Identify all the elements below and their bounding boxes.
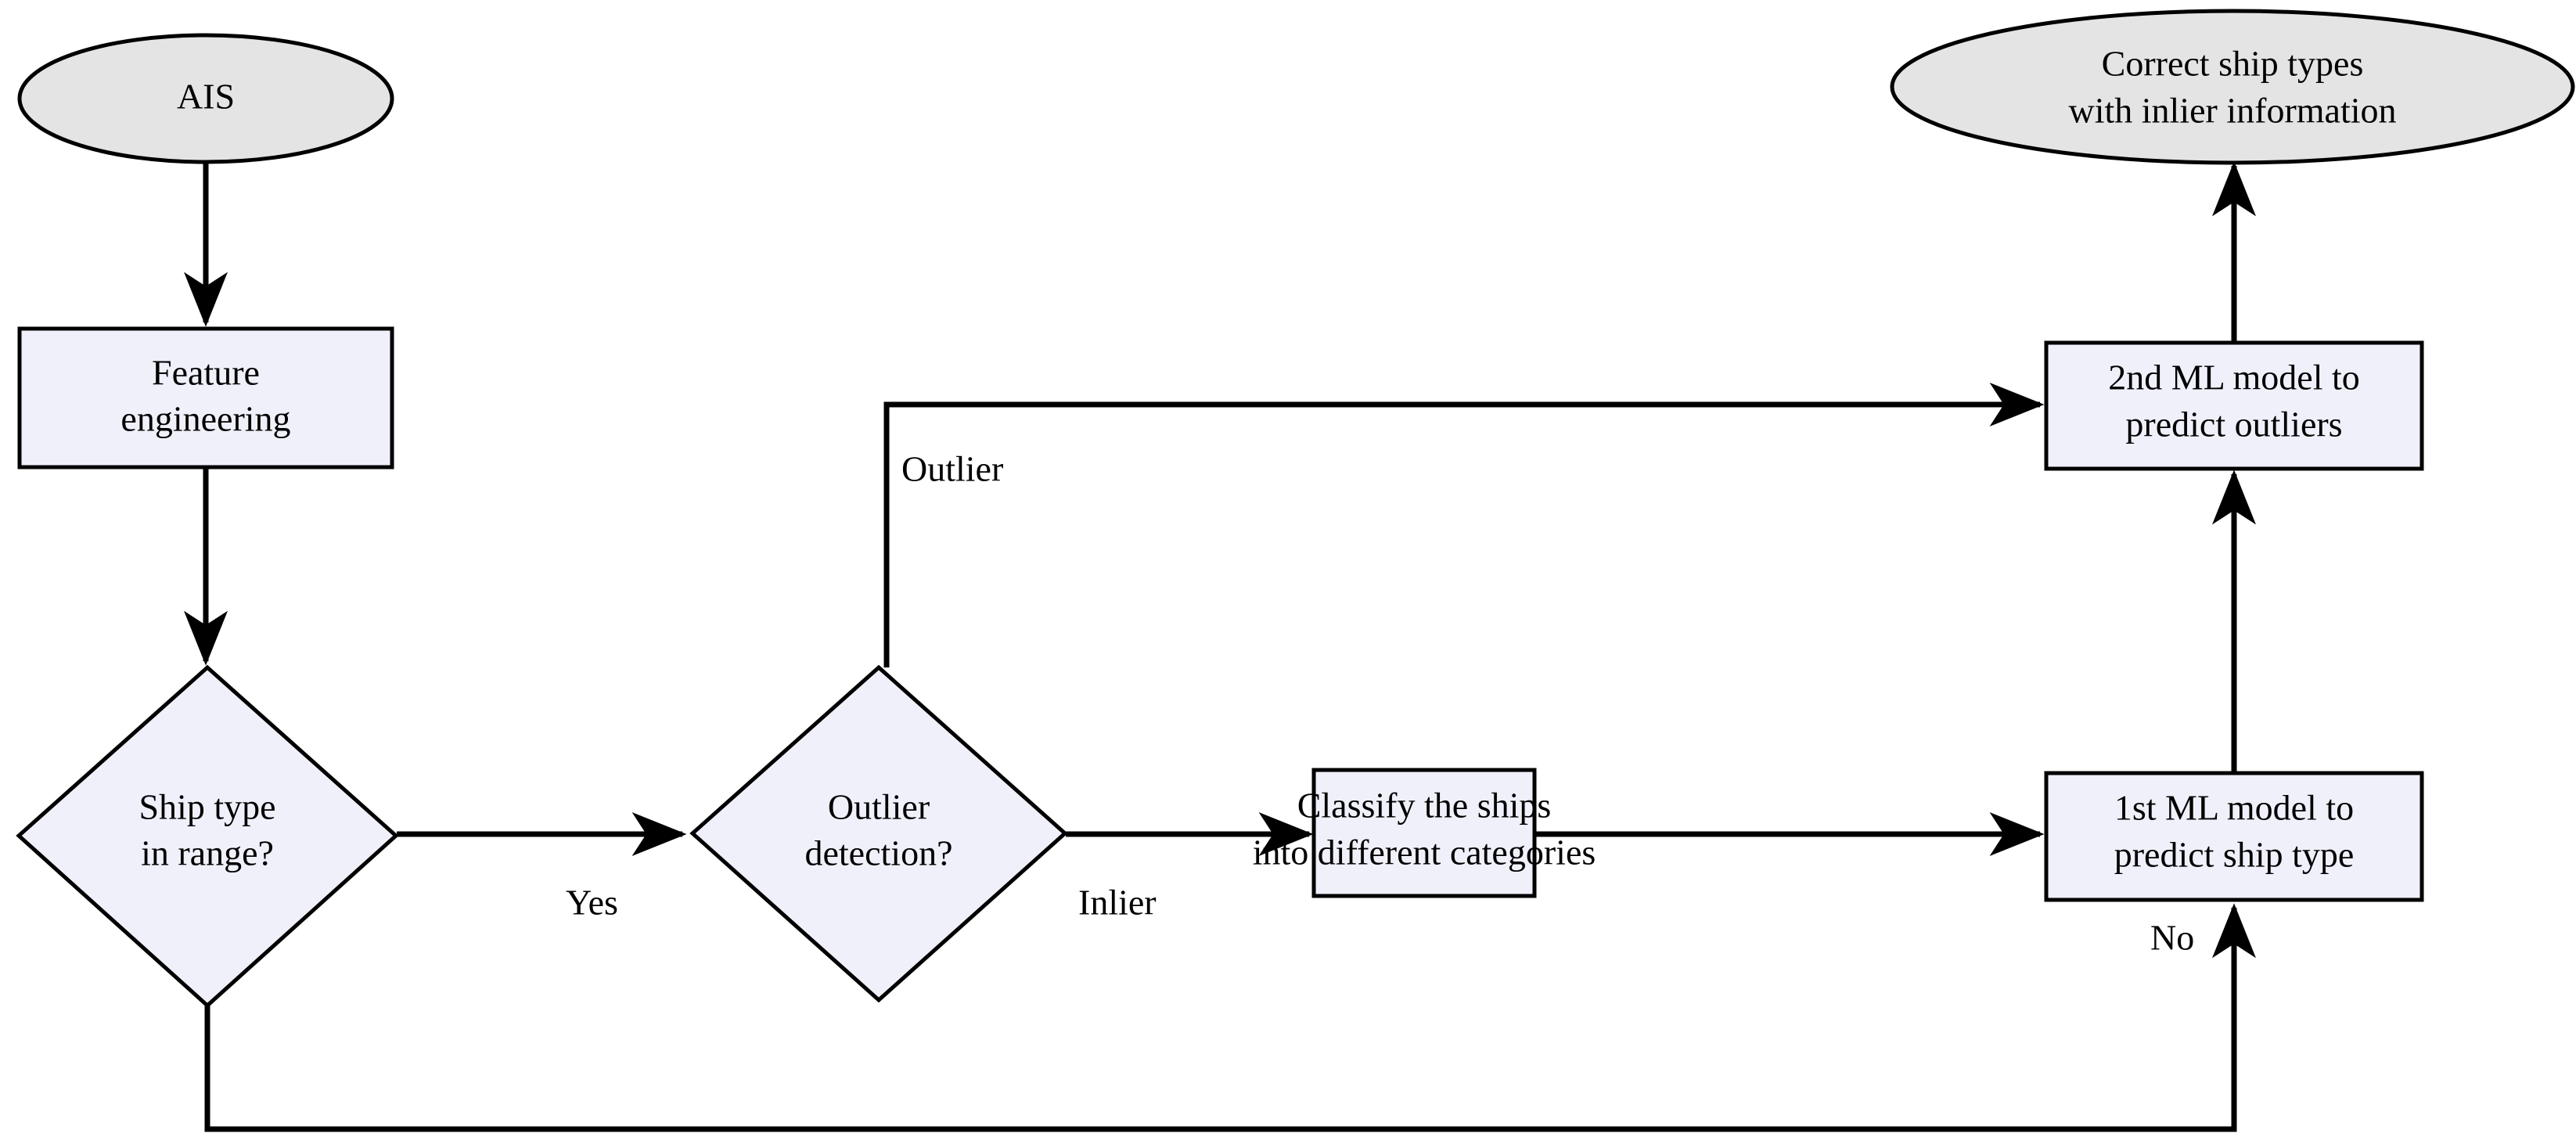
- feature-engineering-label-line2: engineering: [121, 399, 290, 439]
- classify-ships-label-line2: into different categories: [1253, 833, 1596, 872]
- ship-type-in-range-label-line1: Ship type: [139, 787, 275, 827]
- outlier-detection-label-line1: Outlier: [828, 787, 930, 827]
- edges-layer: [184, 161, 2256, 1132]
- node-ais[interactable]: AIS: [17, 33, 394, 164]
- first-ml-model-box: [2044, 771, 2424, 902]
- classify-ships-label-line1: Classify the ships: [1297, 786, 1552, 826]
- edge-outlier-detection-outlier-to-second-ml-model: [883, 383, 2045, 667]
- edge-labels-layer: Yes Outlier Inlier No: [566, 449, 2194, 958]
- node-first-ml-model[interactable]: 1st ML model to predict ship type: [2044, 771, 2424, 902]
- edge-label-yes: Yes: [566, 883, 618, 923]
- outlier-detection-label-line2: detection?: [804, 833, 952, 873]
- nodes-layer: AIS Feature engineering Ship type in ran…: [16, 9, 2575, 1009]
- feature-engineering-box: [17, 326, 394, 469]
- ais-ellipse: [17, 33, 394, 164]
- edge-label-inlier: Inlier: [1078, 883, 1157, 923]
- ship-type-in-range-diamond: [16, 664, 399, 1009]
- first-ml-model-label-line1: 1st ML model to: [2114, 788, 2354, 828]
- correct-ship-types-label-line2: with inlier information: [2068, 91, 2396, 131]
- second-ml-model-box: [2044, 340, 2424, 471]
- classify-ships-box: [1311, 768, 1537, 898]
- outlier-detection-diamond: [689, 664, 1068, 1003]
- ship-type-in-range-label-line2: in range?: [141, 833, 274, 873]
- node-outlier-detection[interactable]: Outlier detection?: [689, 664, 1068, 1003]
- second-ml-model-label-line2: predict outliers: [2125, 405, 2342, 444]
- node-feature-engineering[interactable]: Feature engineering: [17, 326, 394, 469]
- correct-ship-types-label-line1: Correct ship types: [2102, 44, 2364, 84]
- ais-label: AIS: [177, 77, 235, 117]
- edge-ship-type-no-to-first-ml-model: [204, 903, 2256, 1132]
- feature-engineering-label-line1: Feature: [152, 353, 260, 393]
- first-ml-model-label-line2: predict ship type: [2114, 835, 2355, 875]
- node-ship-type-in-range[interactable]: Ship type in range?: [16, 664, 399, 1009]
- node-classify-ships[interactable]: Classify the ships into different catego…: [1253, 768, 1596, 898]
- node-correct-ship-types[interactable]: Correct ship types with inlier informati…: [1890, 9, 2575, 165]
- edge-label-no: No: [2150, 918, 2194, 958]
- edge-label-outlier: Outlier: [901, 449, 1003, 489]
- node-second-ml-model[interactable]: 2nd ML model to predict outliers: [2044, 340, 2424, 471]
- second-ml-model-label-line1: 2nd ML model to: [2108, 358, 2360, 398]
- correct-ship-types-ellipse: [1890, 9, 2575, 165]
